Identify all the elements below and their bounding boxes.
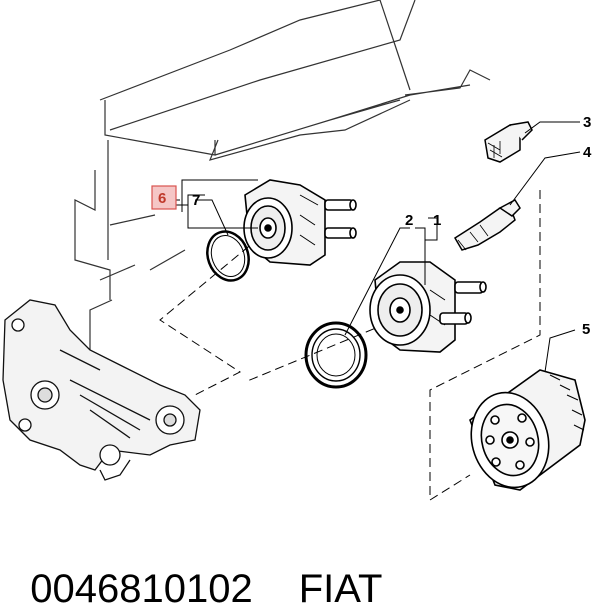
part-number: 0046810102	[30, 567, 253, 611]
union-fitting	[453, 199, 521, 251]
brand-name: FIAT	[298, 567, 383, 611]
exploded-parts-diagram: 7 2 1 3 4 5 6	[2, 0, 592, 501]
callout-5: 5	[582, 321, 590, 338]
engine-block-outline	[74, 0, 491, 350]
callout-1: 1	[433, 212, 441, 229]
callout-2: 2	[405, 212, 413, 229]
callout-6-highlight-box	[151, 185, 177, 210]
callout-7: 7	[192, 192, 200, 209]
oil-filter	[469, 369, 586, 491]
callout-4: 4	[583, 144, 592, 161]
oil-pump-housing	[2, 299, 201, 481]
lower-oil-cooler	[369, 261, 487, 353]
part-caption: 0046810102 FIAT	[8, 522, 598, 611]
banjo-fitting	[484, 121, 533, 163]
lower-seal-ring	[304, 321, 368, 389]
upper-o-ring	[206, 230, 250, 282]
callout-6: 6	[158, 190, 166, 207]
assembly-leader-lines	[159, 190, 541, 501]
callout-labels: 7 2 1 3 4 5	[192, 114, 592, 338]
highlighted-callout-6: 6	[151, 185, 177, 210]
callout-leaders	[175, 121, 581, 373]
upper-oil-cooler	[243, 179, 357, 266]
callout-3: 3	[583, 114, 591, 131]
